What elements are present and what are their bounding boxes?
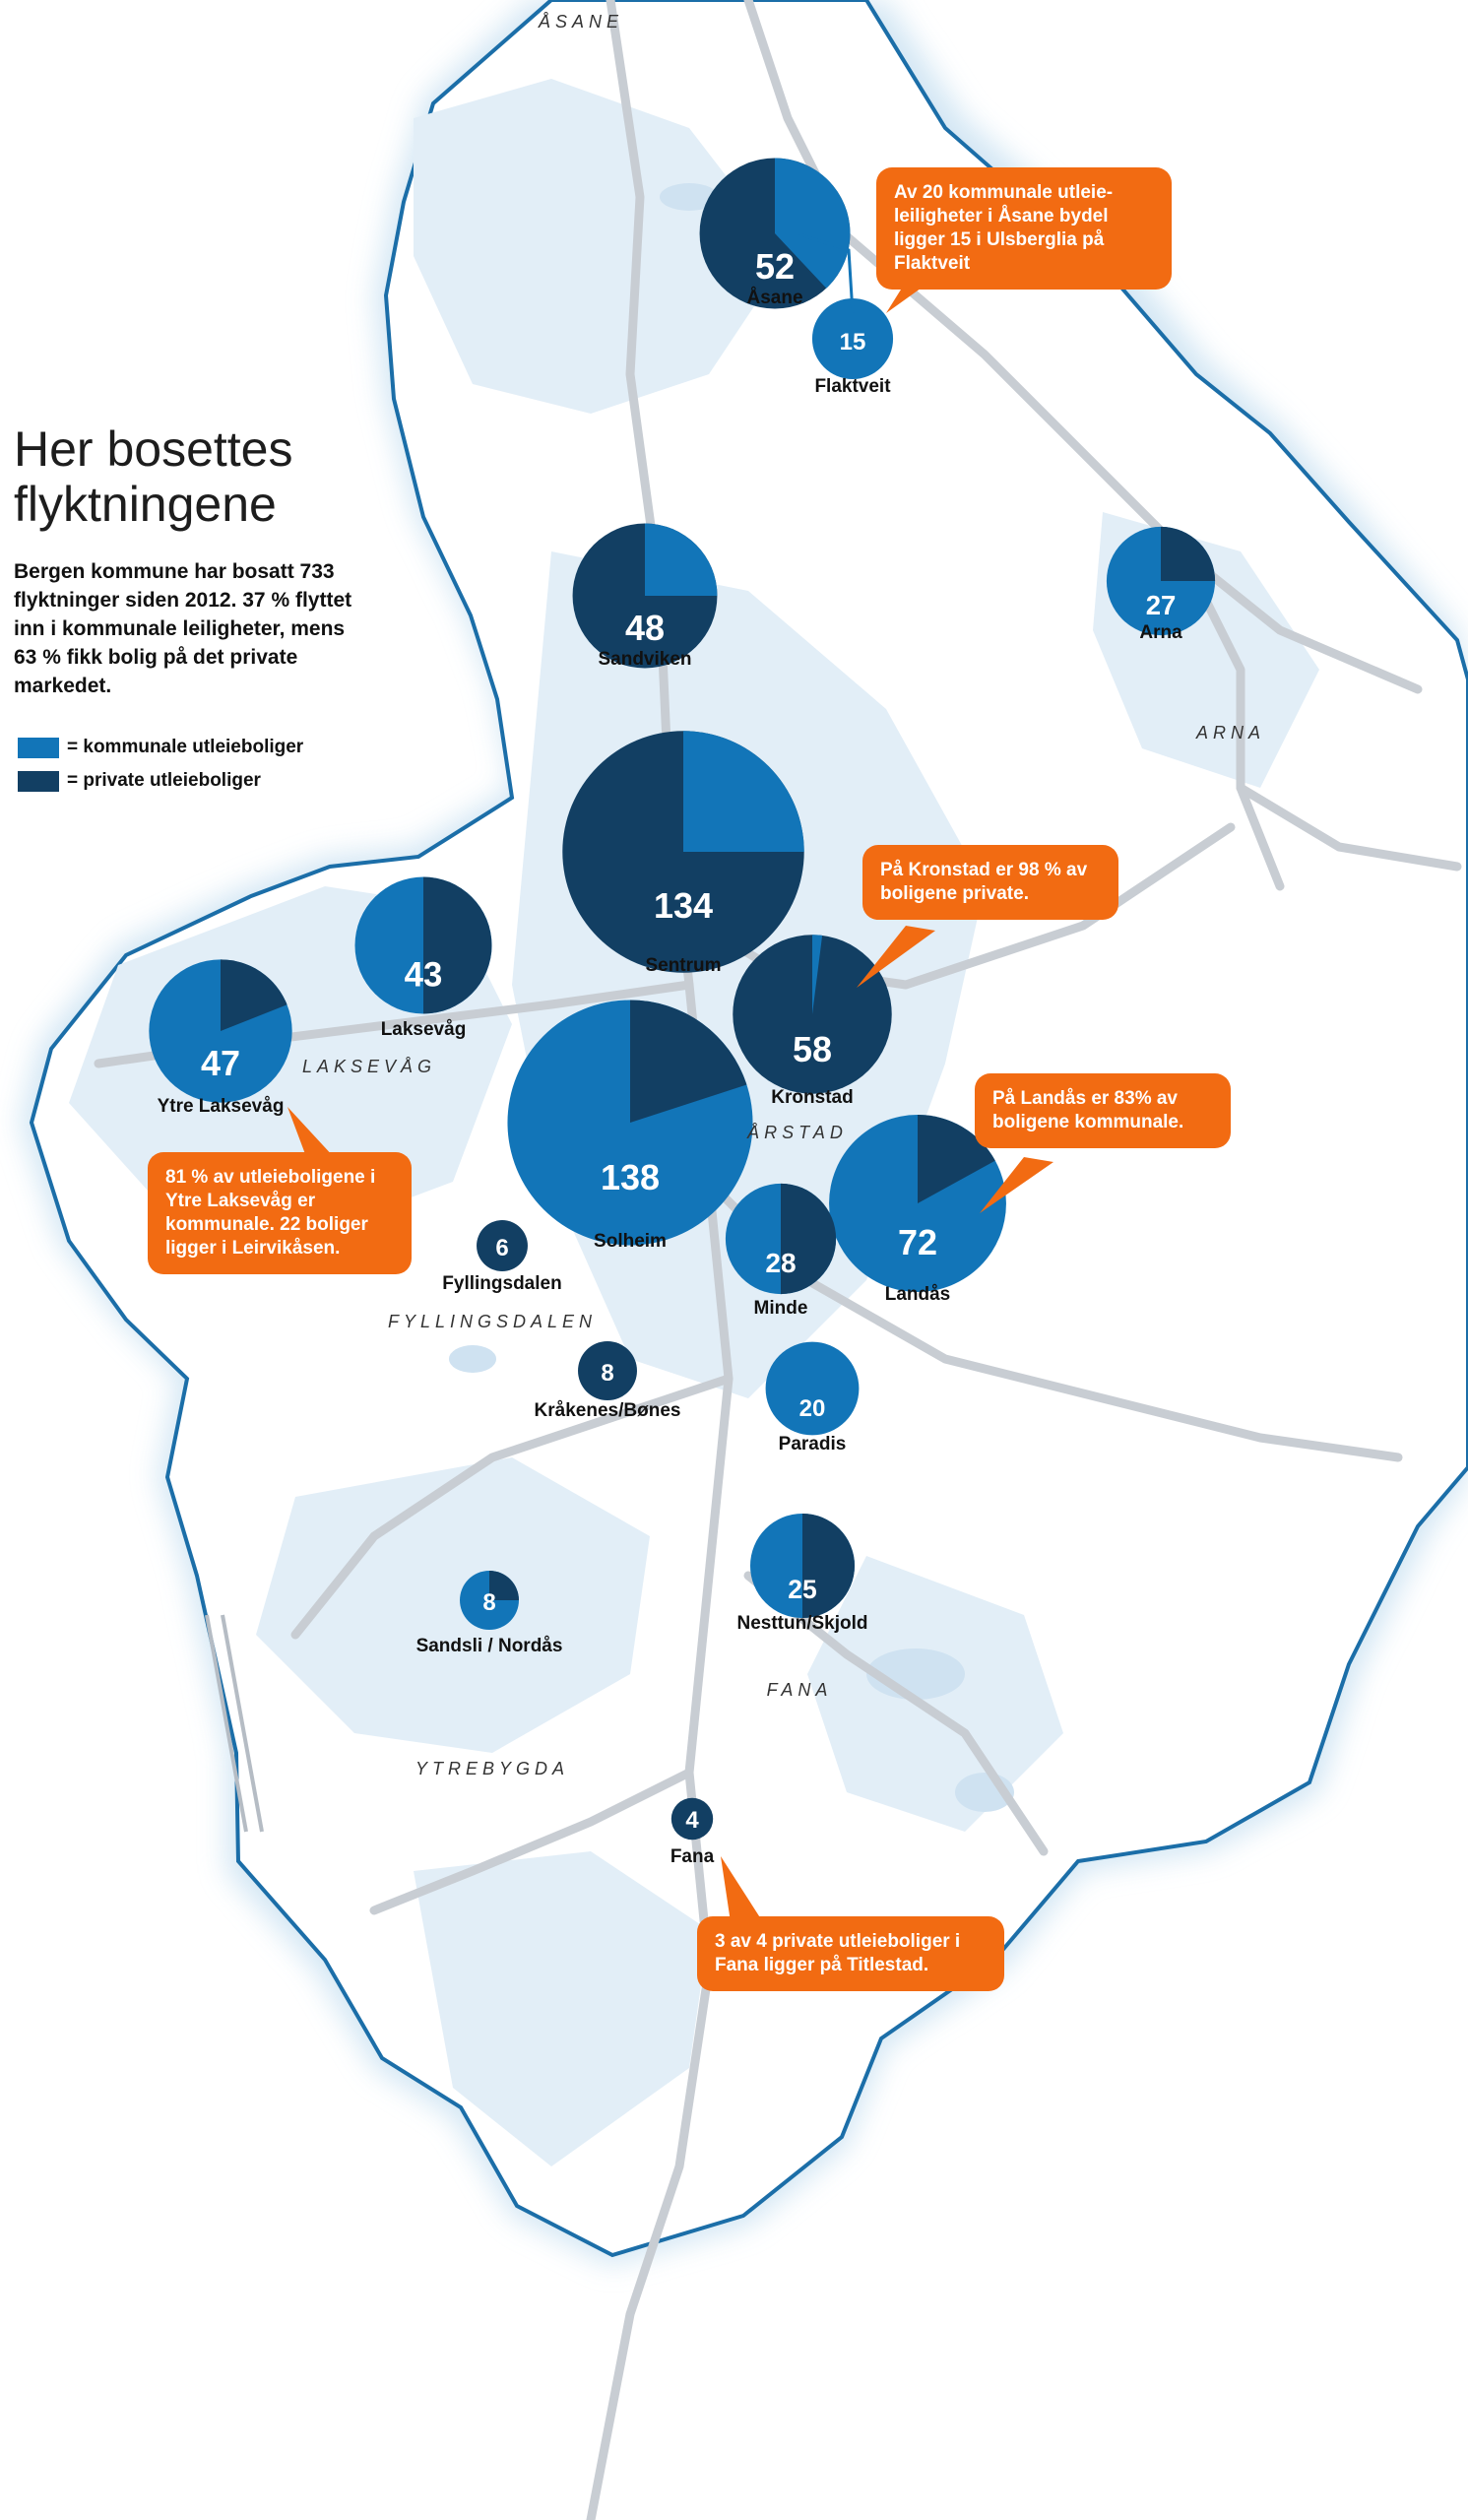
legend-label-privat: = private utleieboliger bbox=[67, 770, 261, 791]
area-label-arna: ARNA bbox=[1195, 723, 1266, 743]
pie-name-laksevåg: Laksevåg bbox=[380, 1019, 467, 1040]
roads bbox=[94, 0, 1462, 2520]
pie-minde bbox=[725, 1183, 837, 1295]
area-label-fyllingsdalen: FYLLINGSDALEN bbox=[387, 1312, 598, 1331]
pie-sandsli-nordås bbox=[460, 1571, 519, 1630]
callout-ytre-laksevag: 81 % av utleieboligene i Ytre Laksevåg e… bbox=[148, 1152, 412, 1274]
pie-name-arna: Arna bbox=[1139, 622, 1182, 643]
pie-value-flaktveit: 15 bbox=[839, 329, 866, 356]
pie-name-landås: Landås bbox=[884, 1284, 951, 1305]
pie-value-fyllingsdalen: 6 bbox=[495, 1234, 509, 1261]
pie-value-ytre-laksevåg: 47 bbox=[200, 1042, 241, 1083]
pie-slice-sandsli-nordås bbox=[489, 1571, 519, 1600]
pie-åsane bbox=[699, 158, 851, 309]
pie-value-sentrum: 134 bbox=[653, 885, 714, 927]
area-label-ytrebygda: YTREBYGDA bbox=[415, 1759, 570, 1778]
pie-slice-åsane bbox=[775, 158, 851, 289]
legend-swatch-privat bbox=[18, 770, 59, 792]
pie-name-nesttun-skjold: Nesttun/Skjold bbox=[736, 1613, 868, 1634]
pie-value-sandsli-nordås: 8 bbox=[482, 1588, 496, 1616]
pie-nesttun-skjold bbox=[750, 1514, 855, 1618]
pie-name-åsane: Åsane bbox=[746, 288, 803, 308]
pie-base-fana bbox=[670, 1797, 714, 1841]
pie-value-kronstad: 58 bbox=[792, 1029, 833, 1070]
pie-slice-sentrum bbox=[683, 731, 804, 852]
pie-fyllingsdalen bbox=[477, 1220, 528, 1271]
pie-name-minde: Minde bbox=[753, 1298, 808, 1319]
pie-laksevåg bbox=[354, 876, 492, 1014]
callout-landas: På Landås er 83% av boligene kommunale. bbox=[975, 1073, 1231, 1148]
pie-name-flaktveit: Flaktveit bbox=[814, 376, 891, 397]
pie-name-fyllingsdalen: Fyllingsdalen bbox=[442, 1273, 562, 1294]
pie-name-fana: Fana bbox=[670, 1846, 715, 1867]
pie-value-laksevåg: 43 bbox=[404, 956, 443, 995]
pie-kronstad bbox=[733, 935, 892, 1094]
pie-layer bbox=[149, 158, 1216, 1841]
pie-solheim bbox=[507, 1000, 753, 1246]
pie-slice-arna bbox=[1161, 526, 1216, 581]
pie-value-landås: 72 bbox=[897, 1222, 938, 1263]
page-title: Her bosettes flyktningene bbox=[14, 421, 293, 532]
pie-arna bbox=[1106, 526, 1216, 636]
callout-pointers bbox=[287, 266, 1053, 1922]
runway bbox=[205, 1614, 264, 1833]
area-label-laksevag: LAKSEVÅG bbox=[301, 1057, 437, 1076]
pie-name-paradis: Paradis bbox=[778, 1434, 847, 1454]
pie-value-sandviken: 48 bbox=[624, 608, 666, 649]
callout-flaktveit: Av 20 kommunale utleie-leiligheter i Åsa… bbox=[876, 167, 1172, 290]
pie-slice-nesttun-skjold bbox=[802, 1514, 855, 1618]
pointer-ytre-laksevag bbox=[287, 1107, 335, 1158]
pie-name-solheim: Solheim bbox=[594, 1231, 667, 1252]
legend-swatch-kommunal bbox=[18, 737, 59, 758]
pie-base-paradis bbox=[765, 1341, 860, 1436]
pie-base-kråkenes-bønes bbox=[578, 1341, 637, 1400]
pie-name-kråkenes-bønes: Kråkenes/Bønes bbox=[534, 1400, 681, 1421]
pie-value-åsane: 52 bbox=[754, 246, 796, 288]
pie-name-ytre-laksevåg: Ytre Laksevåg bbox=[157, 1096, 285, 1117]
callout-fana: 3 av 4 private utleieboliger i Fana ligg… bbox=[697, 1916, 1004, 1991]
pie-ytre-laksevåg bbox=[149, 959, 292, 1103]
pie-sandviken bbox=[572, 523, 718, 669]
pie-sentrum bbox=[562, 731, 804, 973]
pie-value-fana: 4 bbox=[685, 1807, 699, 1835]
pie-kråkenes-bønes bbox=[578, 1341, 637, 1400]
area-label-asane: ÅSANE bbox=[538, 12, 624, 32]
pie-name-sandsli-nordås: Sandsli / Nordås bbox=[415, 1636, 563, 1656]
pie-slice-solheim bbox=[630, 1000, 747, 1123]
pie-value-paradis: 20 bbox=[798, 1395, 826, 1423]
pie-value-nesttun-skjold: 25 bbox=[788, 1574, 817, 1604]
pie-slice-kronstad bbox=[812, 935, 823, 1014]
area-label-fana: FANA bbox=[766, 1680, 833, 1700]
legend-label-kommunal: = kommunale utleieboliger bbox=[67, 737, 304, 757]
pie-base-flaktveit bbox=[811, 297, 894, 380]
pie-slice-sandviken bbox=[645, 523, 718, 596]
pie-name-kronstad: Kronstad bbox=[771, 1087, 854, 1108]
legend-item-kommunal: = kommunale utleieboliger bbox=[18, 737, 303, 758]
pie-slice-minde bbox=[781, 1183, 837, 1295]
pie-value-minde: 28 bbox=[765, 1248, 797, 1279]
pie-name-sandviken: Sandviken bbox=[598, 649, 692, 670]
flaktveit-connector bbox=[798, 232, 855, 314]
pointer-kronstad bbox=[857, 926, 935, 988]
pointer-fana bbox=[721, 1856, 763, 1922]
pie-name-sentrum: Sentrum bbox=[645, 955, 722, 976]
callout-kronstad: På Kronstad er 98 % av boligene private. bbox=[862, 845, 1118, 920]
pie-paradis bbox=[765, 1341, 860, 1436]
area-label-arstad: ÅRSTAD bbox=[747, 1123, 848, 1142]
pie-value-solheim: 138 bbox=[600, 1157, 661, 1198]
pie-base-fyllingsdalen bbox=[477, 1220, 528, 1271]
pie-slice-laksevåg bbox=[423, 876, 492, 1014]
pointer-landas bbox=[980, 1157, 1053, 1213]
pie-fana bbox=[670, 1797, 714, 1841]
intro-text: Bergen kommune har bosatt 733 flyktninge… bbox=[14, 560, 352, 697]
legend-item-privat: = private utleieboliger bbox=[18, 770, 261, 792]
pie-slice-ytre-laksevåg bbox=[221, 959, 287, 1031]
pie-value-kråkenes-bønes: 8 bbox=[601, 1359, 614, 1387]
pie-value-arna: 27 bbox=[1145, 590, 1177, 621]
pie-flaktveit bbox=[811, 297, 894, 380]
